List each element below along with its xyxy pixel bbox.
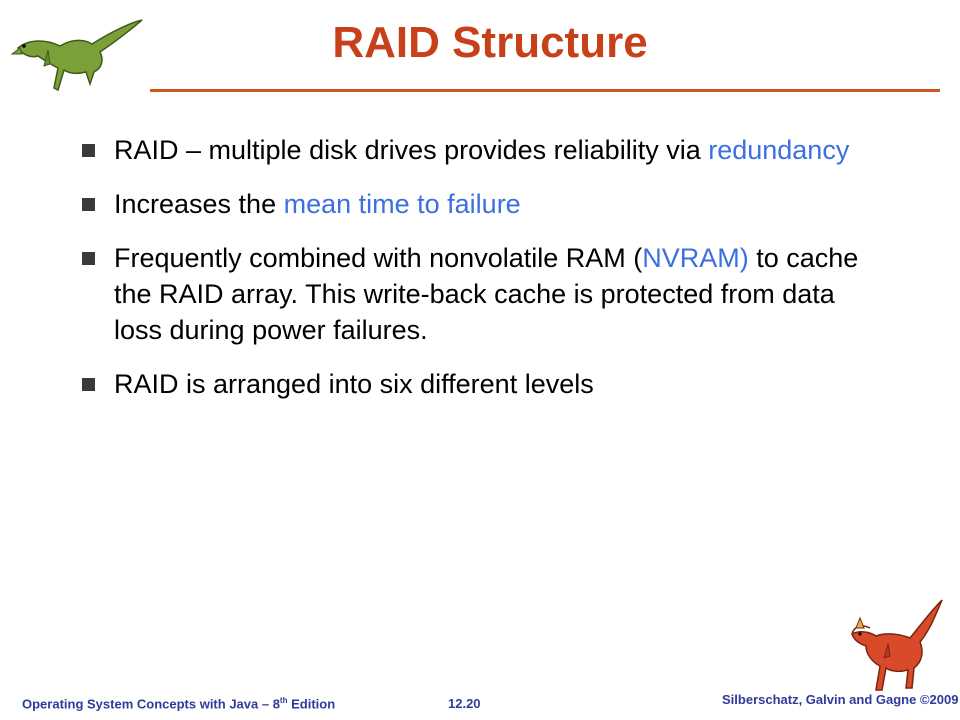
bullet-text: RAID is arranged into six different leve… bbox=[114, 369, 594, 399]
bullet-text: Increases the mean time to failure bbox=[114, 189, 521, 219]
bullet-text: RAID – multiple disk drives provides rel… bbox=[114, 135, 849, 165]
title-divider bbox=[150, 89, 940, 92]
footer-authors: Silberschatz, Galvin and Gagne ©2009 bbox=[722, 692, 959, 707]
red-dinosaur-icon bbox=[851, 599, 943, 691]
footer-text: Operating System Concepts with Java – 8 bbox=[22, 696, 280, 712]
square-bullet-icon bbox=[82, 144, 95, 157]
footer-superscript: th bbox=[279, 696, 288, 705]
square-bullet-icon bbox=[82, 198, 95, 211]
slide-title: RAID Structure bbox=[332, 18, 648, 67]
highlighted-term: mean time to failure bbox=[283, 189, 521, 219]
footer-text: Edition bbox=[287, 696, 336, 712]
bullet-item: Increases the mean time to failure bbox=[80, 186, 870, 222]
green-dinosaur-icon bbox=[10, 19, 143, 92]
highlighted-term: redundancy bbox=[708, 135, 850, 165]
square-bullet-icon bbox=[82, 252, 95, 265]
bullet-item: Frequently combined with nonvolatile RAM… bbox=[80, 240, 870, 348]
slide-number: 12.20 bbox=[448, 696, 481, 711]
bullet-text-segment: to cache the RAID array. This write-back… bbox=[114, 243, 859, 345]
bullet-text-segment: Increases the bbox=[114, 189, 284, 219]
bullet-text: Frequently combined with nonvolatile RAM… bbox=[114, 243, 858, 345]
bullet-item: RAID is arranged into six different leve… bbox=[80, 366, 870, 402]
footer-book-title: Operating System Concepts with Java – 8t… bbox=[22, 696, 335, 711]
bullet-item: RAID – multiple disk drives provides rel… bbox=[80, 132, 870, 168]
square-bullet-icon bbox=[82, 378, 95, 391]
bullet-text-segment: RAID is arranged into six different leve… bbox=[114, 369, 594, 399]
bullet-text-segment: RAID – multiple disk drives provides rel… bbox=[114, 135, 709, 165]
highlighted-term: NVRAM) bbox=[642, 243, 749, 273]
bullet-text-segment: Frequently combined with nonvolatile RAM… bbox=[114, 243, 643, 273]
bullet-list: RAID – multiple disk drives provides rel… bbox=[80, 132, 870, 420]
